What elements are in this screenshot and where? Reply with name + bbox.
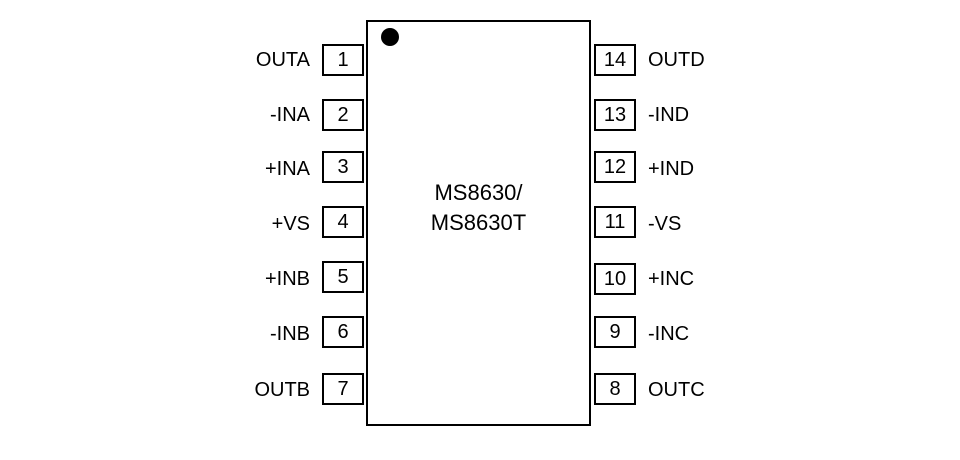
ic-package-body xyxy=(366,20,591,426)
pin-label: -VS xyxy=(648,213,682,235)
pin-label: OUTC xyxy=(648,379,705,401)
pin-number-box: 7 xyxy=(322,373,364,405)
pin-number-box: 5 xyxy=(322,261,364,293)
pin-number-box: 9 xyxy=(594,316,636,348)
pin-number-box: 10 xyxy=(594,263,636,295)
pin-number-box: 12 xyxy=(594,151,636,183)
part-name-line-2: MS8630T xyxy=(430,210,527,235)
pin-label: OUTA xyxy=(255,49,310,71)
pin-label: +IND xyxy=(648,158,695,180)
pin-label: +INC xyxy=(648,268,695,290)
pin-number-box: 11 xyxy=(594,206,636,238)
pin-label: OUTB xyxy=(254,379,310,401)
pin-number-box: 14 xyxy=(594,44,636,76)
pin1-indicator-dot xyxy=(381,28,399,46)
pin-number-box: 13 xyxy=(594,99,636,131)
pin-label: -INA xyxy=(270,104,310,126)
pin-label: -IND xyxy=(648,104,690,126)
pin-label: OUTD xyxy=(648,49,705,71)
pin-number-box: 6 xyxy=(322,316,364,348)
part-name-line-1: MS8630/ xyxy=(434,180,523,205)
pin-label: -INB xyxy=(270,323,310,345)
pin-label: +INB xyxy=(264,268,310,290)
pin-label: +VS xyxy=(271,213,310,235)
pin-number-box: 3 xyxy=(322,151,364,183)
pin-number-box: 4 xyxy=(322,206,364,238)
pin-number-box: 8 xyxy=(594,373,636,405)
pin-number-box: 1 xyxy=(322,44,364,76)
pin-number-box: 2 xyxy=(322,99,364,131)
pin-label: -INC xyxy=(648,323,690,345)
pin-label: +INA xyxy=(264,158,310,180)
